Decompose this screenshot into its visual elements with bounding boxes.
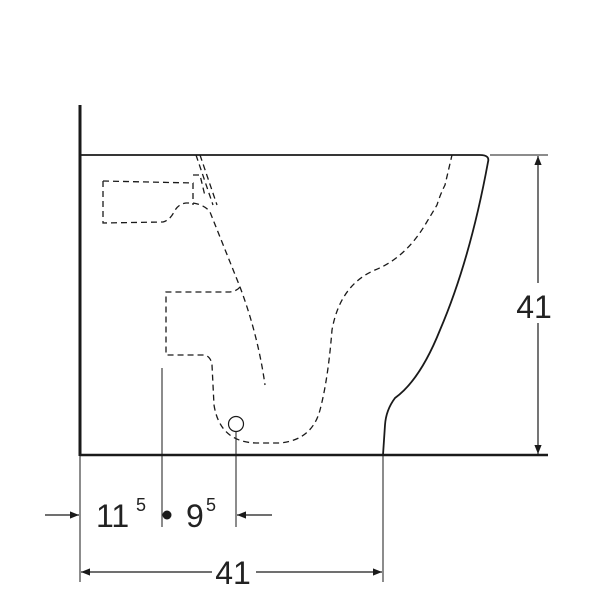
center-dot [162,510,172,520]
toilet-outline [80,154,490,456]
outlet-offset-superscript: 5 [206,495,216,515]
outlet-offset-label: 9 [186,498,204,534]
inlet-offset-superscript: 5 [136,495,146,515]
height-label: 41 [516,289,552,325]
hidden-lines [102,154,453,444]
inlet-offset-label: 11 [96,498,129,534]
depth-label: 41 [215,555,251,591]
outlet-circle [227,415,245,433]
